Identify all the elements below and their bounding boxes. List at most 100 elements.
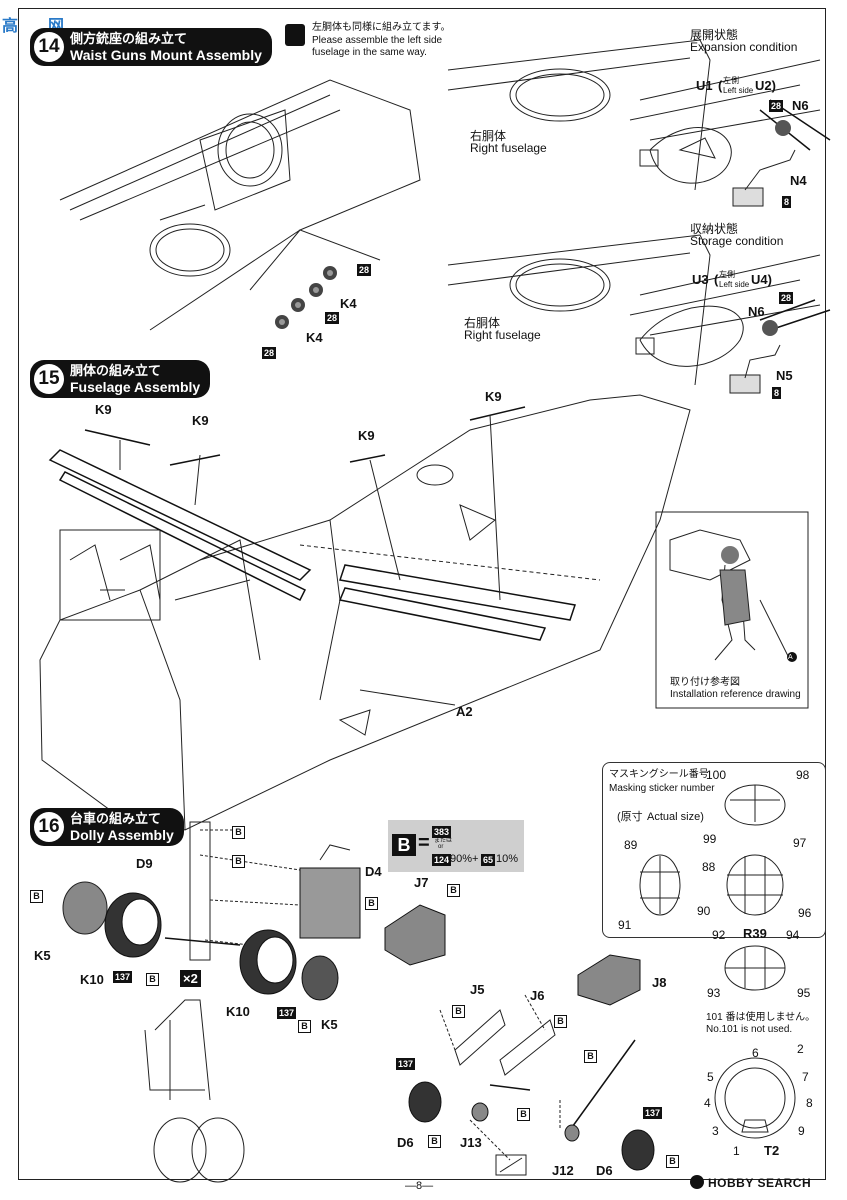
b-tag-13: B bbox=[666, 1155, 679, 1168]
label-d4: D4 bbox=[365, 864, 382, 879]
b-tag-1: B bbox=[232, 826, 245, 839]
b-tag-10: B bbox=[584, 1050, 597, 1063]
step-16-title-en: Dolly Assembly bbox=[70, 827, 174, 843]
step-15-title-en: Fuselage Assembly bbox=[70, 379, 201, 395]
label-k9-d: K9 bbox=[485, 389, 502, 404]
step-15-number: 15 bbox=[34, 364, 64, 394]
b-tag-2: B bbox=[232, 855, 245, 868]
label-a2: A2 bbox=[456, 704, 473, 719]
mask-label-88: 88 bbox=[702, 860, 716, 874]
b-tag-12: B bbox=[428, 1135, 441, 1148]
step-14-number: 14 bbox=[34, 32, 64, 62]
label-u-bottom-left-jp: 左側 bbox=[719, 270, 735, 279]
label-k9-a: K9 bbox=[95, 402, 112, 417]
label-n6-top: N6 bbox=[792, 98, 809, 113]
dial-9: 9 bbox=[798, 1124, 805, 1138]
paint-137-d: 137 bbox=[643, 1107, 663, 1119]
label-k5-left: K5 bbox=[34, 948, 51, 963]
step-16-number: 16 bbox=[34, 812, 64, 842]
label-u-bottom-left-en: Left side bbox=[719, 280, 750, 289]
masking-title-en: Masking sticker number bbox=[609, 783, 715, 794]
mask-label-95: 95 bbox=[797, 986, 811, 1000]
paint-formula-box: B = 383 または or 124 90% + 65 10% bbox=[388, 820, 524, 872]
right-fuselage-bottom-jp: 右胴体 bbox=[464, 316, 501, 330]
label-d9: D9 bbox=[136, 856, 153, 871]
b-tag-11: B bbox=[517, 1108, 530, 1121]
mask-label-r39: R39 bbox=[743, 926, 767, 941]
step-15-badge: 15 胴体の組み立て Fuselage Assembly bbox=[30, 360, 211, 398]
dial-3: 3 bbox=[712, 1124, 719, 1138]
label-k9-c: K9 bbox=[358, 428, 375, 443]
label-j6: J6 bbox=[530, 988, 545, 1003]
mask-label-94: 94 bbox=[786, 928, 800, 942]
note-en-2: fuselage in the same way. bbox=[312, 47, 427, 58]
label-k9-b: K9 bbox=[192, 413, 209, 428]
right-fuselage-top-en: Right fuselage bbox=[470, 141, 547, 155]
label-u2: U2) bbox=[755, 78, 776, 93]
masking-actual-en: Actual size) bbox=[647, 811, 704, 823]
expansion-title-jp: 展開状態 bbox=[690, 28, 739, 42]
step-14-badge: 14 側方銃座の組み立て Waist Guns Mount Assembly bbox=[30, 28, 272, 66]
dial-4: 4 bbox=[704, 1096, 711, 1110]
note-en-1: Please assemble the left side bbox=[312, 35, 443, 46]
b-tag-5: B bbox=[146, 973, 159, 986]
right-fuselage-top-jp: 右胴体 bbox=[470, 129, 507, 143]
b-tag-9: B bbox=[554, 1015, 567, 1028]
paint-28-a: 28 bbox=[357, 264, 372, 276]
paint-formula-plus: + bbox=[472, 853, 479, 865]
masking-actual-jp: (原寸 bbox=[617, 811, 643, 823]
dial-t2: T2 bbox=[764, 1143, 780, 1158]
paint-28-c: 28 bbox=[262, 347, 277, 359]
label-x2: ×2 bbox=[180, 970, 201, 987]
mask-label-100: 100 bbox=[706, 768, 727, 782]
step-16-title-jp: 台車の組み立て bbox=[70, 811, 162, 826]
label-j8: J8 bbox=[652, 975, 667, 990]
label-u-top-left-en: Left side bbox=[723, 86, 754, 95]
label-n4: N4 bbox=[790, 173, 807, 188]
paint-137-c: 137 bbox=[396, 1058, 416, 1070]
mask-label-89: 89 bbox=[624, 838, 638, 852]
dial-6: 6 bbox=[752, 1046, 759, 1060]
storage-title-en: Storage condition bbox=[690, 234, 784, 248]
step-15-title-jp: 胴体の組み立て bbox=[70, 363, 162, 378]
paint-137-b: 137 bbox=[277, 1007, 297, 1019]
step-14-title-en: Waist Guns Mount Assembly bbox=[70, 47, 262, 63]
paint-formula-c3: 65 bbox=[481, 854, 496, 866]
paint-8-a: 8 bbox=[782, 196, 792, 208]
paint-formula-or-jp: または bbox=[434, 838, 453, 844]
label-n6-bottom: N6 bbox=[748, 304, 765, 319]
label-d6-left: D6 bbox=[397, 1135, 414, 1150]
dial-5: 5 bbox=[707, 1070, 714, 1084]
mask-label-98: 98 bbox=[796, 768, 810, 782]
dial-7: 7 bbox=[802, 1070, 809, 1084]
b-tag-7: B bbox=[447, 884, 460, 897]
install-ref-jp: 取り付け参考図 bbox=[670, 677, 740, 688]
label-j5: J5 bbox=[470, 982, 485, 997]
label-u1: U1 bbox=[696, 78, 713, 93]
install-ref-marker: A bbox=[788, 654, 793, 661]
label-k4-upper: K4 bbox=[340, 296, 357, 311]
paint-137-a: 137 bbox=[113, 971, 133, 983]
paint-28-b: 28 bbox=[325, 312, 340, 324]
label-n5: N5 bbox=[776, 368, 793, 383]
label-u-top-left-jp: 左側 bbox=[723, 76, 739, 85]
step-16-badge: 16 台車の組み立て Dolly Assembly bbox=[30, 808, 184, 846]
mask-label-97: 97 bbox=[793, 836, 807, 850]
label-j12: J12 bbox=[552, 1163, 574, 1178]
label-d6-right: D6 bbox=[596, 1163, 613, 1178]
dial-1: 1 bbox=[733, 1144, 740, 1158]
label-u3: U3 bbox=[692, 272, 709, 287]
brand-logo-icon bbox=[690, 1175, 704, 1189]
mask-label-99: 99 bbox=[703, 832, 717, 846]
paint-formula-eq: = bbox=[418, 832, 430, 854]
paint-formula-p1: 90% bbox=[450, 853, 473, 865]
label-u4: U4) bbox=[751, 272, 772, 287]
not-used-jp: 101 番は使用しません。 bbox=[706, 1012, 816, 1023]
brush-icon bbox=[285, 24, 305, 46]
paint-formula-p2: 10% bbox=[496, 853, 519, 865]
page-number: —8— bbox=[405, 1180, 434, 1192]
storage-title-jp: 収納状態 bbox=[690, 222, 739, 236]
label-j7: J7 bbox=[414, 875, 429, 890]
paint-28-d: 28 bbox=[769, 100, 784, 112]
